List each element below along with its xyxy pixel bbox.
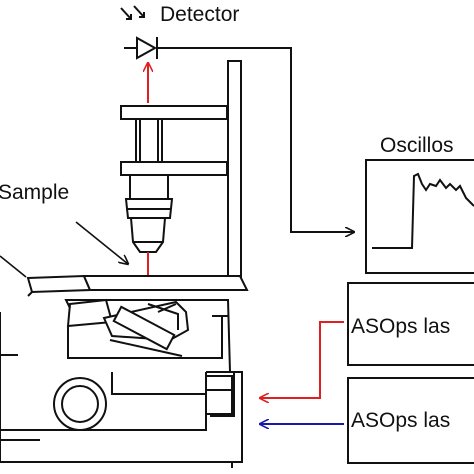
oscilloscope-label: Oscillos [380, 134, 454, 157]
asops-laser-2-label: ASOps las [351, 409, 450, 432]
asops-laser-1-box [347, 282, 474, 366]
asops-laser-2-box [347, 377, 474, 464]
oscilloscope-box [365, 159, 474, 274]
objective-lens [129, 217, 167, 253]
detector-photodiode-icon [120, 5, 354, 232]
microscope-body [0, 298, 243, 468]
asops-laser-1-label: ASOps las [351, 315, 450, 338]
detector-label: Detector [160, 3, 239, 26]
sample-label: Sample [0, 181, 69, 204]
signal-cable [157, 47, 354, 232]
sample-stage [26, 274, 249, 297]
oscilloscope-waveform [372, 172, 474, 249]
laser-1-beam-arrow [260, 321, 344, 398]
microscope-column [227, 60, 242, 282]
objective-turret [120, 105, 228, 219]
sample-pointer-arrows [0, 221, 128, 278]
